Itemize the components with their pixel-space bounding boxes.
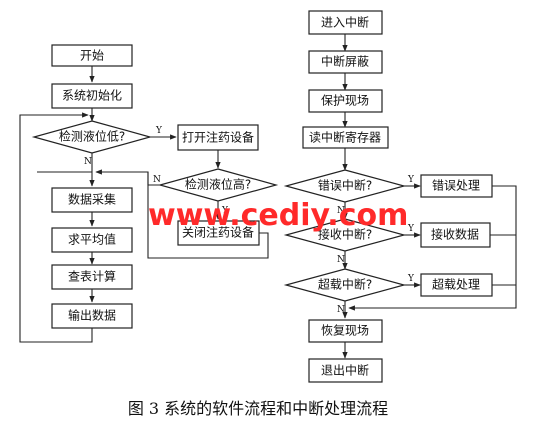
- node-close-device-label: 关闭注药设备: [182, 225, 254, 240]
- left-flow-nodes: 开始 系统初始化 检测液位低? 打开注药设备 检测液位高? 关闭注药设备 数据采…: [31, 44, 279, 329]
- edge-output-loop: [19, 112, 93, 343]
- node-collect-label: 数据采集: [68, 192, 116, 207]
- node-save-context-label: 保护现场: [321, 94, 369, 108]
- node-collect: [51, 187, 133, 213]
- edge-close-return: [147, 172, 269, 259]
- node-open-device: [177, 124, 259, 151]
- node-overload-question: [283, 268, 407, 302]
- label-overload-yes: Y: [407, 274, 415, 284]
- node-error-process: [420, 174, 493, 198]
- node-receive-data-label: 接收数据: [431, 227, 479, 242]
- label-error-no: N: [337, 206, 345, 216]
- node-enter-interrupt-label: 进入中断: [321, 15, 369, 30]
- node-error-question: [283, 169, 407, 203]
- node-mask-interrupt: [308, 50, 383, 74]
- right-flow-nodes: 进入中断 中断屏蔽 保护现场 读中断寄存器 错误中断? 错误处理 接收中断? 接…: [283, 10, 493, 383]
- label-receive-no: N: [337, 255, 345, 265]
- node-average-label: 求平均值: [68, 232, 116, 247]
- node-start-label: 开始: [80, 49, 104, 63]
- node-exit-interrupt-label: 退出中断: [321, 363, 369, 378]
- node-receive-data: [420, 222, 491, 248]
- left-flow-connectors: [19, 66, 269, 343]
- edge-errproc-merge: [348, 185, 517, 311]
- node-error-process-label: 错误处理: [432, 179, 480, 193]
- node-check-low-label: 检测液位低?: [59, 129, 125, 144]
- figure-caption: 图 3 系统的软件流程和中断处理流程: [128, 399, 388, 418]
- node-save-context: [308, 89, 383, 113]
- node-output: [51, 303, 133, 329]
- node-receive-question-label: 接收中断?: [318, 227, 372, 242]
- watermark-text: www.cediy.com: [148, 198, 408, 233]
- label-high-yes: Y: [221, 206, 229, 216]
- node-start: [51, 44, 133, 67]
- node-close-device: [177, 220, 260, 246]
- node-overload-process: [420, 273, 493, 297]
- node-mask-interrupt-label: 中断屏蔽: [321, 54, 369, 69]
- label-high-no: N: [153, 175, 161, 185]
- label-low-yes: Y: [155, 126, 163, 136]
- node-open-device-label: 打开注药设备: [182, 130, 254, 145]
- node-output-label: 输出数据: [68, 308, 116, 323]
- right-flow-connectors: [342, 34, 517, 359]
- node-average: [51, 227, 133, 253]
- node-lookup: [51, 264, 133, 290]
- node-restore-context-label: 恢复现场: [321, 324, 369, 338]
- edge-checkhigh-no: [95, 169, 160, 186]
- node-receive-question: [283, 218, 407, 252]
- node-enter-interrupt: [308, 10, 383, 35]
- node-read-register-label: 读中断寄存器: [309, 130, 381, 145]
- label-receive-yes: Y: [407, 224, 415, 234]
- node-lookup-label: 查表计算: [68, 269, 116, 284]
- node-overload-question-label: 超载中断?: [318, 277, 372, 292]
- node-exit-interrupt: [308, 358, 383, 383]
- node-check-high-label: 检测液位高?: [185, 177, 251, 192]
- node-init-label: 系统初始化: [62, 89, 122, 103]
- node-error-question-label: 错误中断?: [318, 178, 372, 193]
- node-overload-process-label: 超载处理: [432, 277, 480, 292]
- node-read-register: [302, 126, 389, 149]
- label-overload-no: N: [337, 305, 345, 315]
- right-flow-branch-labels: Y N Y N Y N: [337, 175, 415, 315]
- label-error-yes: Y: [407, 175, 415, 185]
- left-flow-branch-labels: Y N N Y: [84, 126, 229, 216]
- node-check-low: [31, 120, 153, 154]
- node-init: [51, 83, 133, 109]
- node-restore-context: [308, 319, 383, 343]
- node-check-high: [157, 168, 279, 202]
- label-low-no: N: [84, 157, 92, 167]
